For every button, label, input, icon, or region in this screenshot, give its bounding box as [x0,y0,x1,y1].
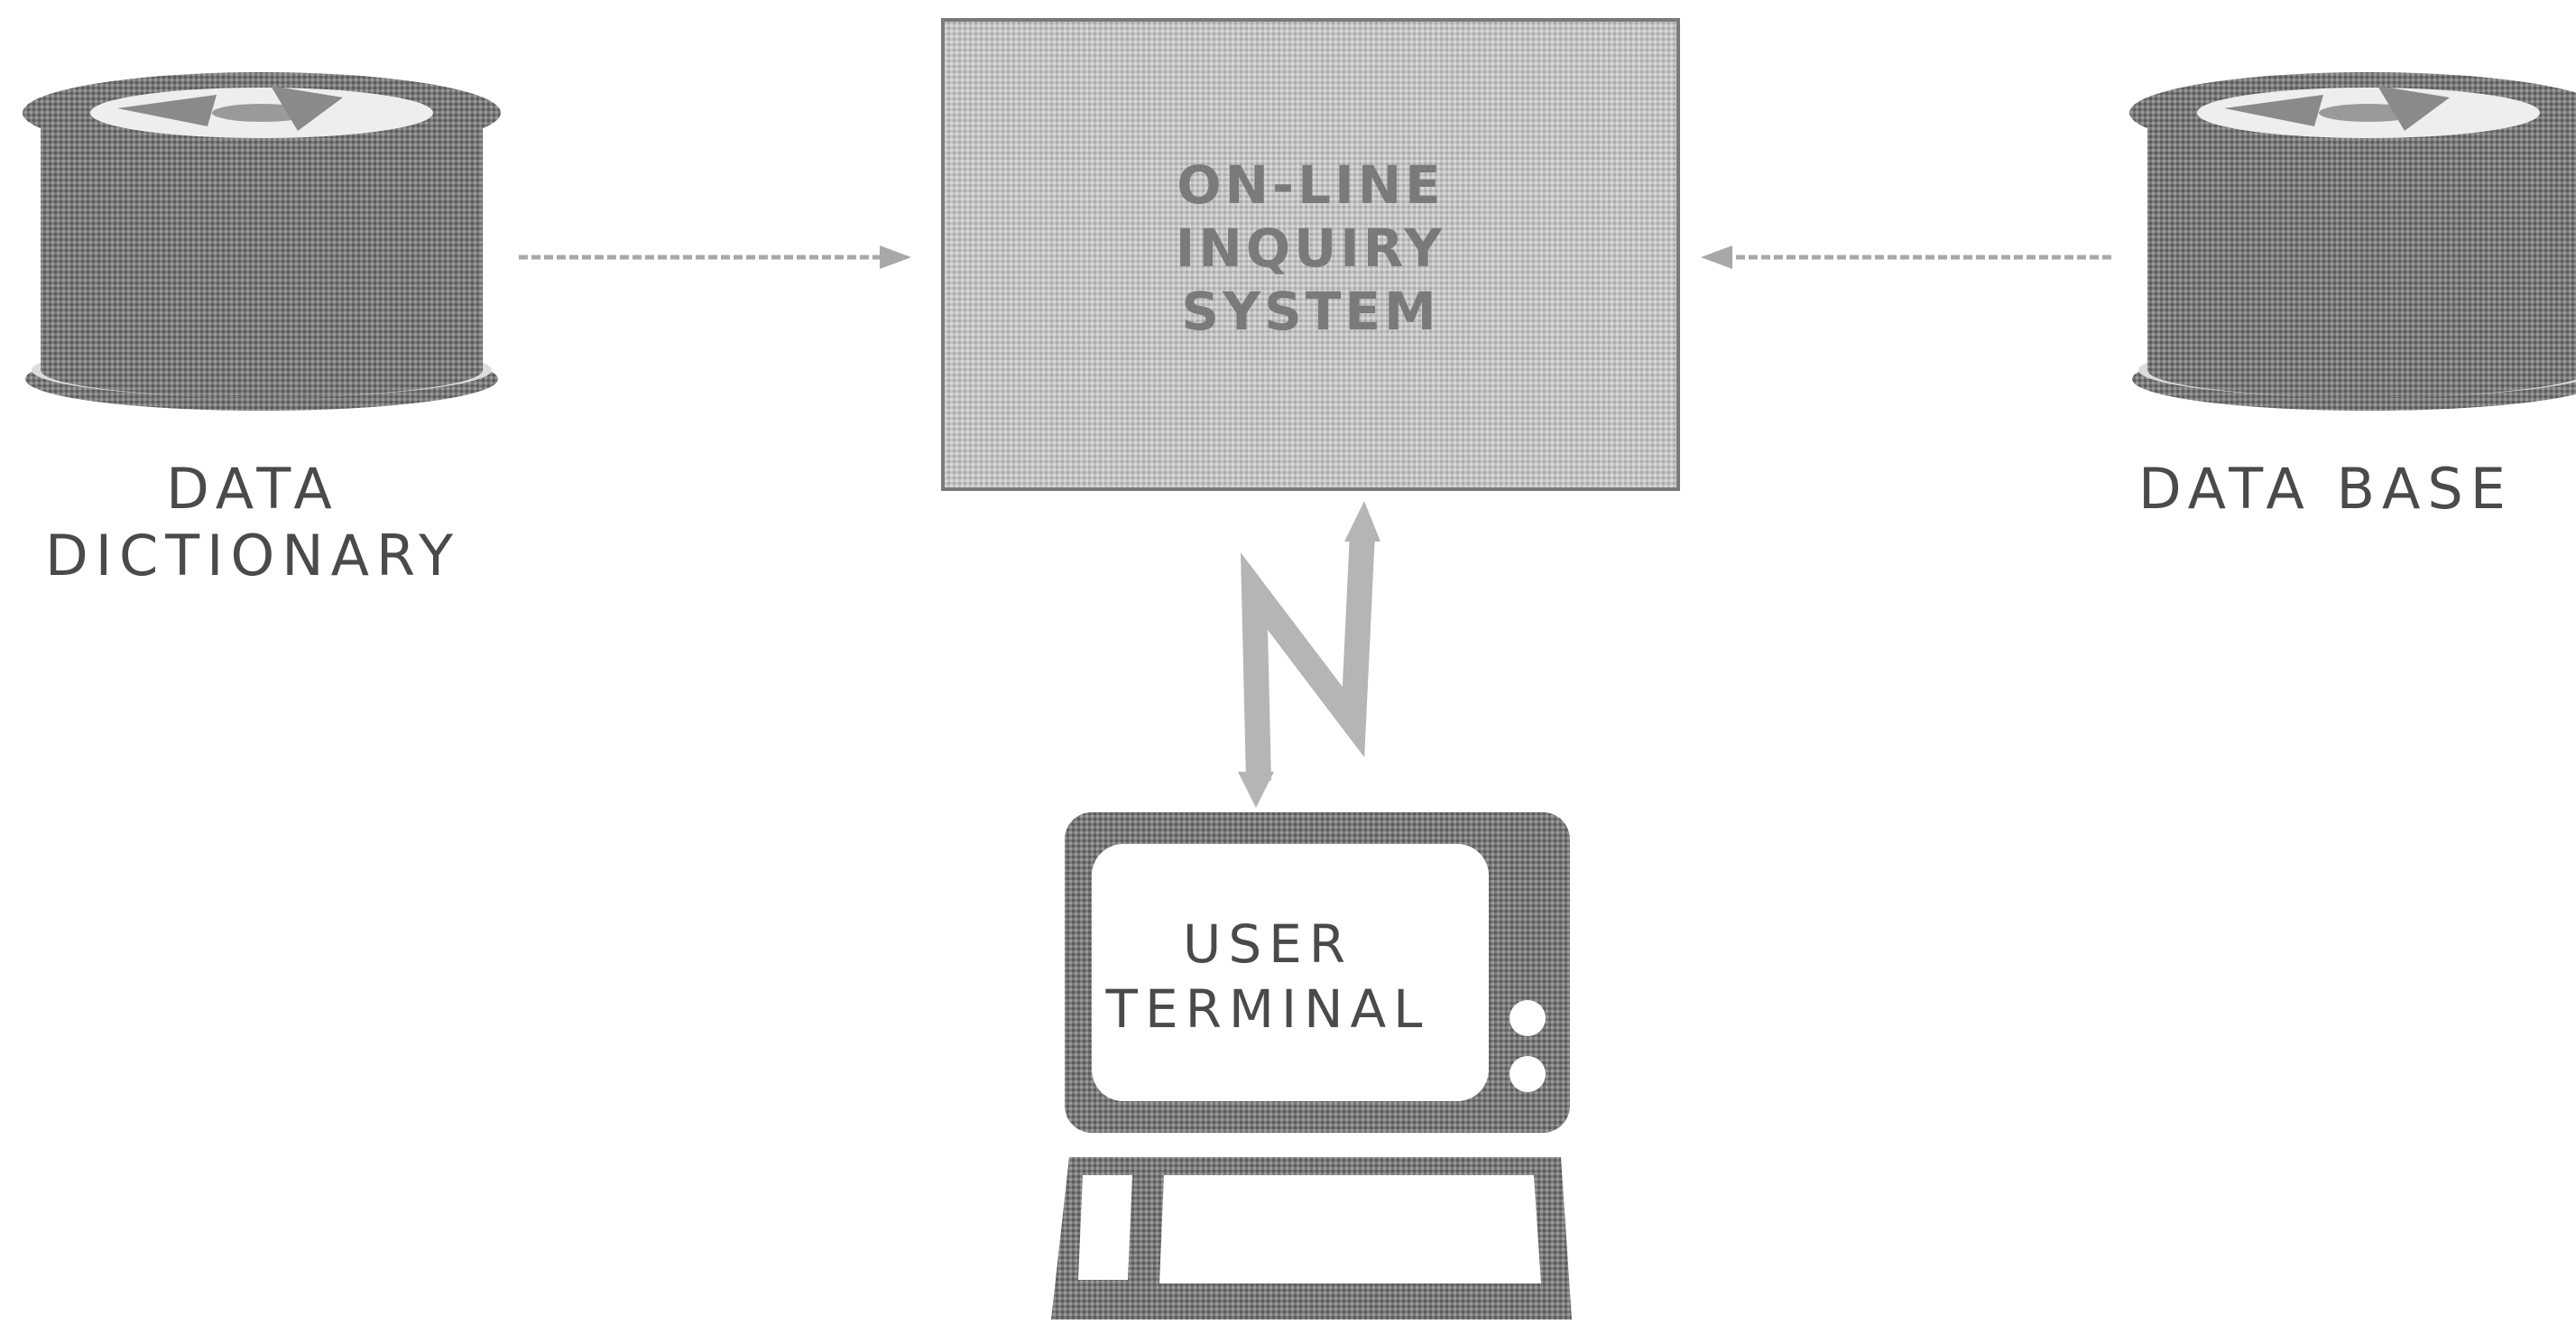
data-dictionary-label: DATA DICTIONARY [0,456,505,589]
inquiry-system-label-line-2: INQUIRY [1175,218,1446,279]
inquiry-system-box [941,18,1680,491]
user-terminal-label: USER TERMINAL [1078,912,1457,1042]
user-terminal-label-line-2: TERMINAL [1105,978,1430,1040]
data-base-reel-icon [2129,72,2576,411]
user-terminal-keyboard-icon [1051,1157,1572,1320]
inquiry-system-label-line-3: SYSTEM [1181,281,1440,342]
arrow-database-to-system [1701,246,2111,269]
data-dictionary-label-line-1: DATA [166,456,339,522]
data-dictionary-label-line-2: DICTIONARY [44,523,461,588]
data-base-label: DATA BASE [2075,456,2576,523]
zigzag-link-terminal-system [1238,501,1380,808]
user-terminal-monitor-icon [1065,812,1570,1133]
inquiry-system-label: ON-LINE INQUIRY SYSTEM [943,153,1678,343]
user-terminal-label-line-1: USER [1182,913,1353,975]
data-dictionary-reel-icon [23,72,501,411]
arrow-dictionary-to-system [519,246,911,269]
data-base-label-text: DATA BASE [2138,456,2513,522]
inquiry-system-label-line-1: ON-LINE [1177,154,1445,216]
